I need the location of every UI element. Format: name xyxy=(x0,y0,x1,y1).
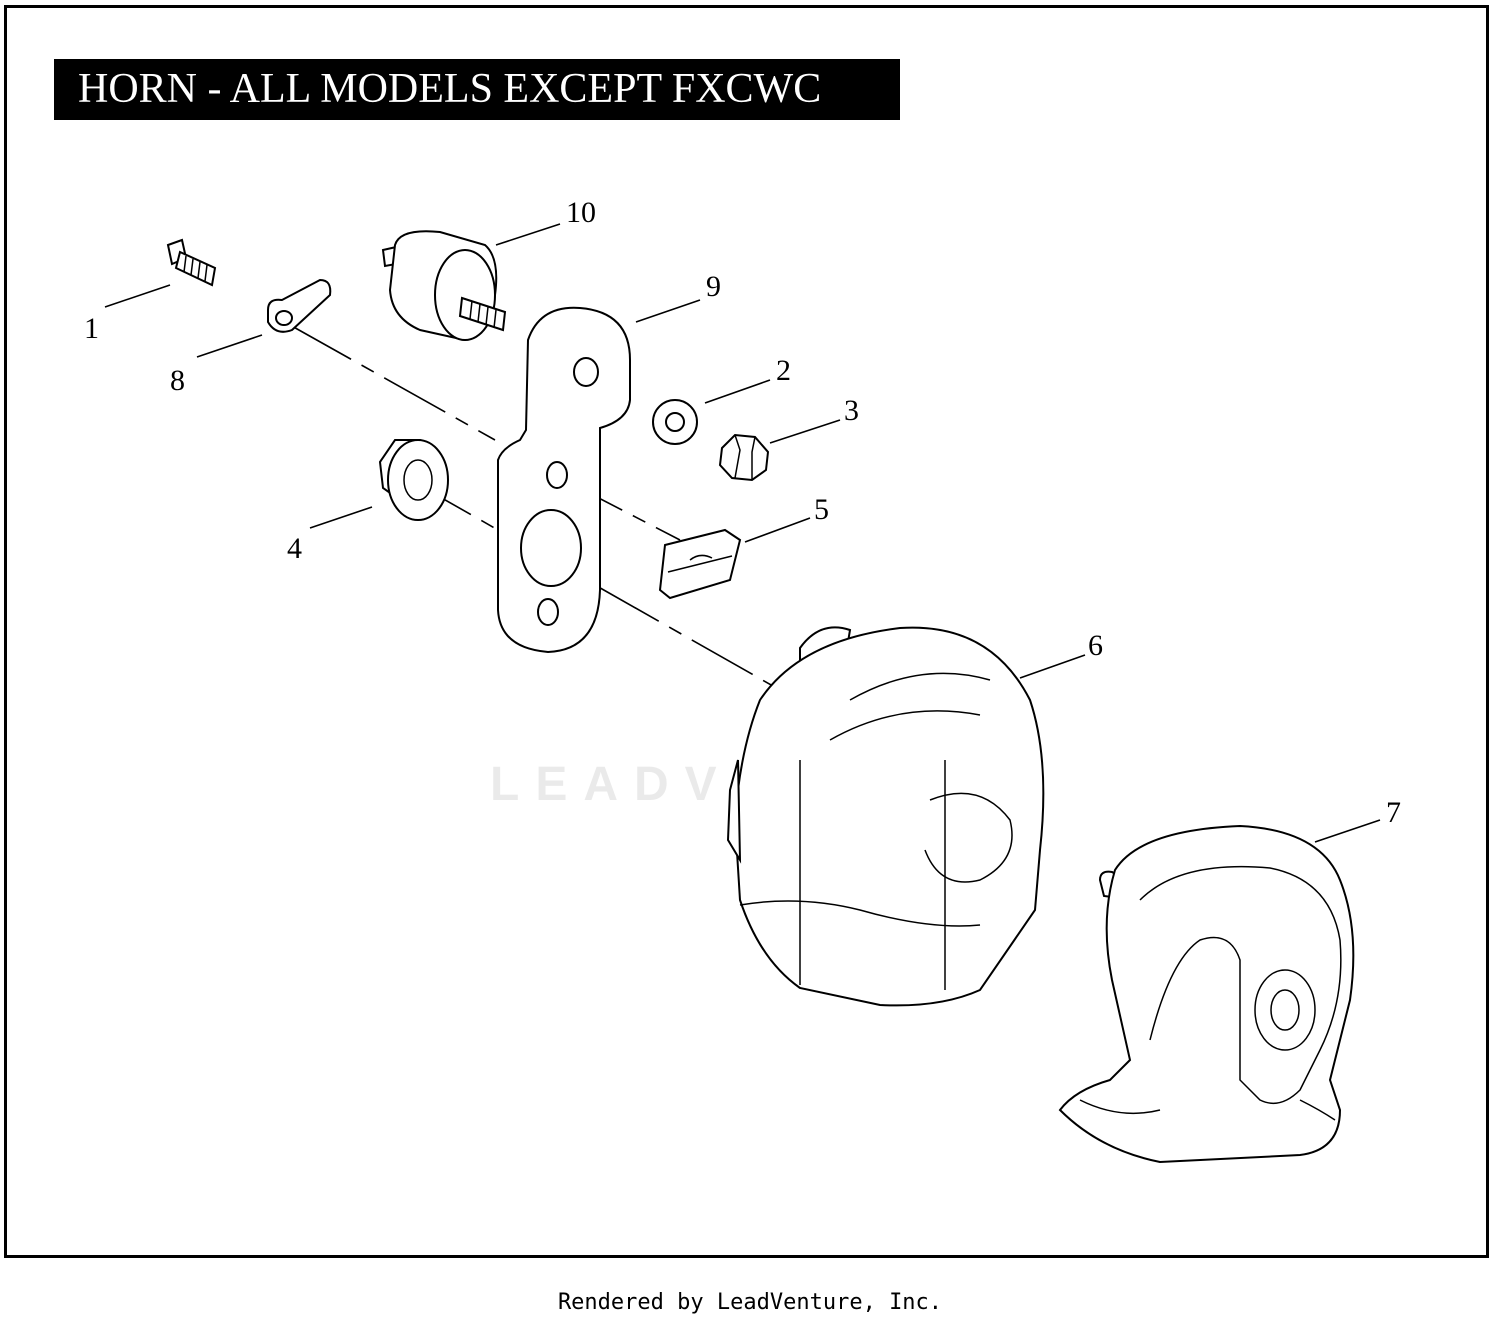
callout-8[interactable]: 8 xyxy=(170,364,185,397)
leader-8 xyxy=(196,334,263,358)
diagram-title: HORN - ALL MODELS EXCEPT FXCWC xyxy=(54,59,900,120)
assembly-line-8 xyxy=(289,324,496,441)
callout-9[interactable]: 9 xyxy=(706,270,721,303)
part-7-horn[interactable] xyxy=(1058,824,1355,1164)
part-1-screw[interactable] xyxy=(166,238,217,287)
part-5-clip-nut[interactable] xyxy=(658,528,742,600)
leader-9 xyxy=(635,299,701,323)
callout-6[interactable]: 6 xyxy=(1088,629,1103,662)
callout-2[interactable]: 2 xyxy=(776,354,791,387)
leader-6 xyxy=(1019,654,1086,679)
callout-3[interactable]: 3 xyxy=(844,394,859,427)
part-9-bracket[interactable] xyxy=(497,306,631,654)
part-8-clamp[interactable] xyxy=(267,278,332,333)
leader-2 xyxy=(704,379,771,404)
part-3-nut[interactable] xyxy=(718,433,770,482)
assembly-line-4-6 xyxy=(409,479,781,691)
callout-5[interactable]: 5 xyxy=(814,493,829,526)
part-6-horn-cover[interactable] xyxy=(726,626,1045,1007)
leader-3 xyxy=(769,419,841,444)
leader-10 xyxy=(495,223,561,246)
leader-4 xyxy=(309,506,373,529)
part-10-rubber-mount[interactable] xyxy=(381,230,507,342)
part-4-flange-nut[interactable] xyxy=(378,439,449,521)
leader-1 xyxy=(104,284,171,308)
part-2-washer[interactable] xyxy=(652,399,698,445)
leader-5 xyxy=(744,517,811,543)
callout-7[interactable]: 7 xyxy=(1386,796,1401,829)
callout-10[interactable]: 10 xyxy=(566,196,596,229)
footer-credit: Rendered by LeadVenture, Inc. xyxy=(557,1290,943,1315)
callout-4[interactable]: 4 xyxy=(287,532,302,565)
leader-7 xyxy=(1314,819,1381,843)
callout-1[interactable]: 1 xyxy=(84,312,99,345)
